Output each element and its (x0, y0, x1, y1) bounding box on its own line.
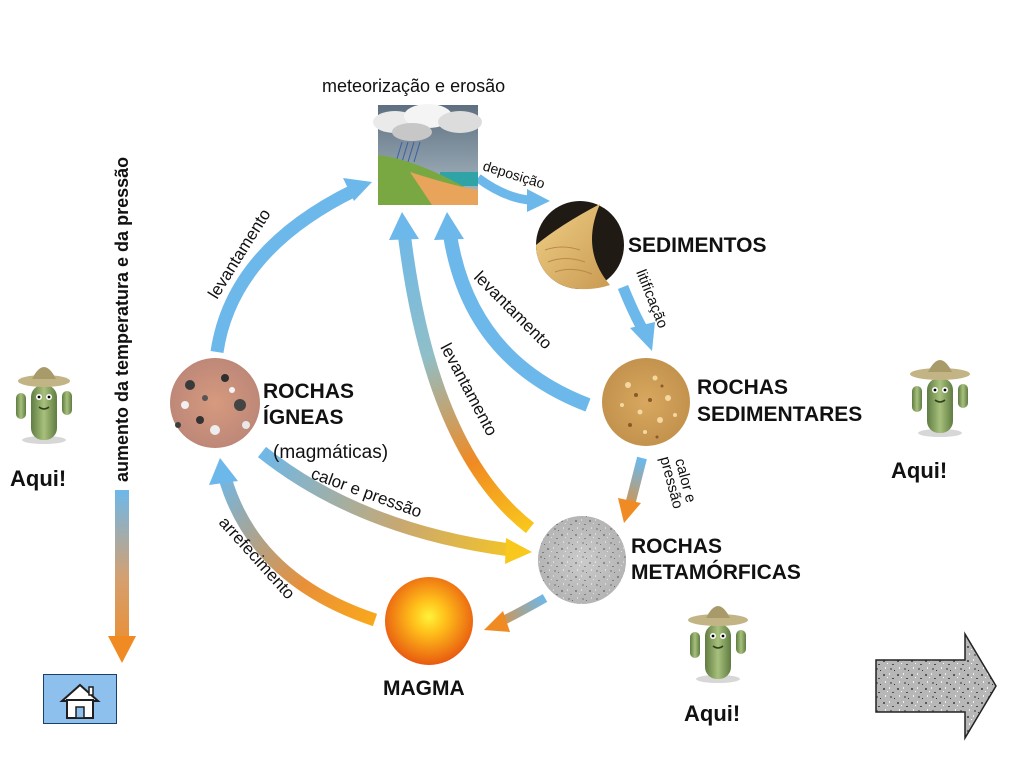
node-sedimentares-line2: SEDIMENTARES (697, 403, 863, 426)
node-igneas-sub: (magmáticas) (273, 442, 389, 463)
magma-image (385, 577, 473, 665)
node-metamorficas-line1: ROCHAS (631, 535, 723, 558)
scale-label: aumento da temperatura e da pressão (112, 157, 132, 482)
marker-left[interactable]: Aqui! (10, 466, 67, 491)
node-sedimentos: SEDIMENTOS (628, 234, 767, 257)
next-slide-button[interactable] (875, 631, 997, 741)
arrow-levantamento-metamorficas (389, 212, 535, 534)
marker-bottom[interactable]: Aqui! (684, 701, 741, 726)
label-arrefecimento: arrefecimento (215, 513, 299, 603)
metamorphic-rock-image (538, 516, 626, 604)
temperature-pressure-scale-arrow (108, 490, 136, 663)
cactus-character-bottom (688, 606, 748, 683)
arrow-calor-pressao-igneas (257, 446, 532, 564)
node-magma: MAGMA (383, 677, 465, 700)
label-levantamento-sedimentares: levantamento (470, 267, 556, 353)
cactus-character-left (16, 367, 72, 444)
arrow-calor-pressao-sedimentares (618, 456, 647, 523)
marker-right[interactable]: Aqui! (891, 458, 948, 483)
igneous-rock-image (170, 358, 260, 448)
node-igneas-line1: ROCHAS (263, 380, 355, 403)
arrow-levantamento-igneas (210, 178, 372, 353)
node-igneas-line2: ÍGNEAS (263, 406, 344, 429)
weathering-erosion-image (373, 104, 482, 205)
arrow-levantamento-sedimentares (434, 212, 591, 412)
arrow-arrefecimento (209, 458, 378, 627)
cactus-character-right (910, 360, 970, 437)
arrow-metamorficas-magma (484, 594, 548, 632)
arrow-litificacao (617, 284, 655, 351)
arrow-right-icon (875, 631, 997, 741)
arrow-deposicao (475, 174, 550, 212)
node-metamorficas-line2: METAMÓRFICAS (631, 561, 801, 584)
sedimentary-rock-image (602, 358, 690, 446)
house-icon (59, 683, 101, 719)
sedimentos-image (536, 201, 624, 290)
node-sedimentares-line1: ROCHAS (697, 376, 789, 399)
home-button[interactable] (43, 674, 117, 724)
label-weathering: meteorização e erosão (322, 76, 506, 96)
